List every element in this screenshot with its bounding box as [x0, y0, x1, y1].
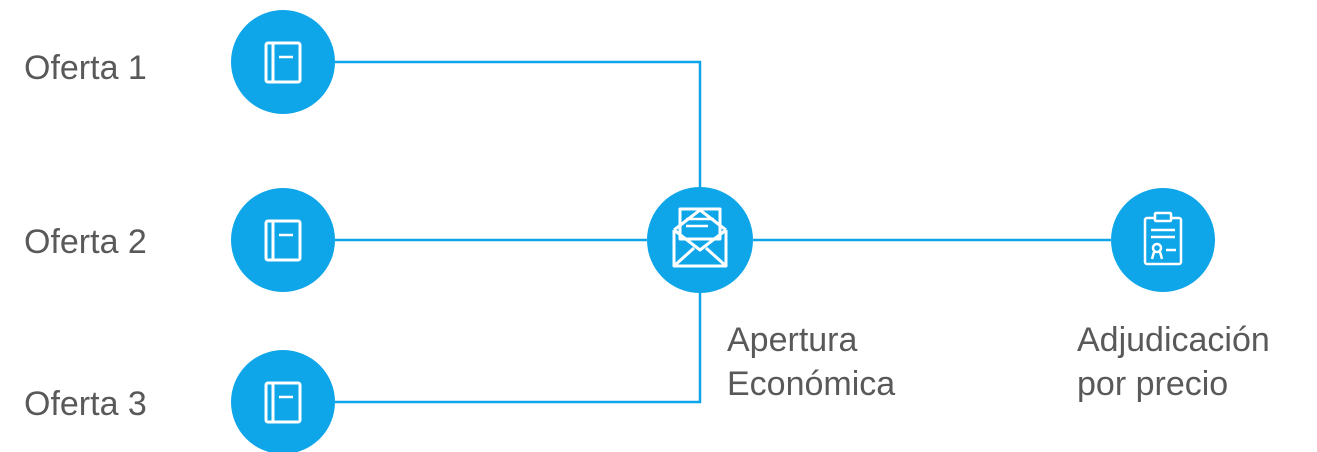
clipboard-certificate-icon	[1143, 211, 1183, 266]
oferta-2-label: Oferta 2	[24, 223, 147, 261]
adjudicacion-label: Adjudicación por precio	[1077, 318, 1270, 406]
oferta-1-label: Oferta 1	[24, 49, 147, 87]
apertura-label-line-1: Apertura	[727, 321, 858, 359]
oferta-1-node	[231, 10, 335, 114]
connector-oferta-1	[335, 60, 702, 200]
document-icon	[264, 219, 302, 262]
apertura-node	[647, 187, 753, 293]
oferta-3-node	[231, 350, 335, 452]
apertura-label-line-2: Económica	[727, 365, 896, 403]
open-envelope-icon	[672, 207, 728, 268]
adjudicacion-label-line-1: Adjudicación	[1077, 321, 1270, 359]
connector-oferta-3	[335, 285, 702, 404]
oferta-3-label: Oferta 3	[24, 385, 147, 423]
document-icon	[264, 41, 302, 84]
apertura-label: Apertura Económica	[727, 318, 895, 406]
document-icon	[264, 381, 302, 424]
oferta-2-node	[231, 188, 335, 292]
adjudicacion-node	[1111, 188, 1215, 292]
adjudicacion-label-line-2: por precio	[1077, 365, 1229, 403]
